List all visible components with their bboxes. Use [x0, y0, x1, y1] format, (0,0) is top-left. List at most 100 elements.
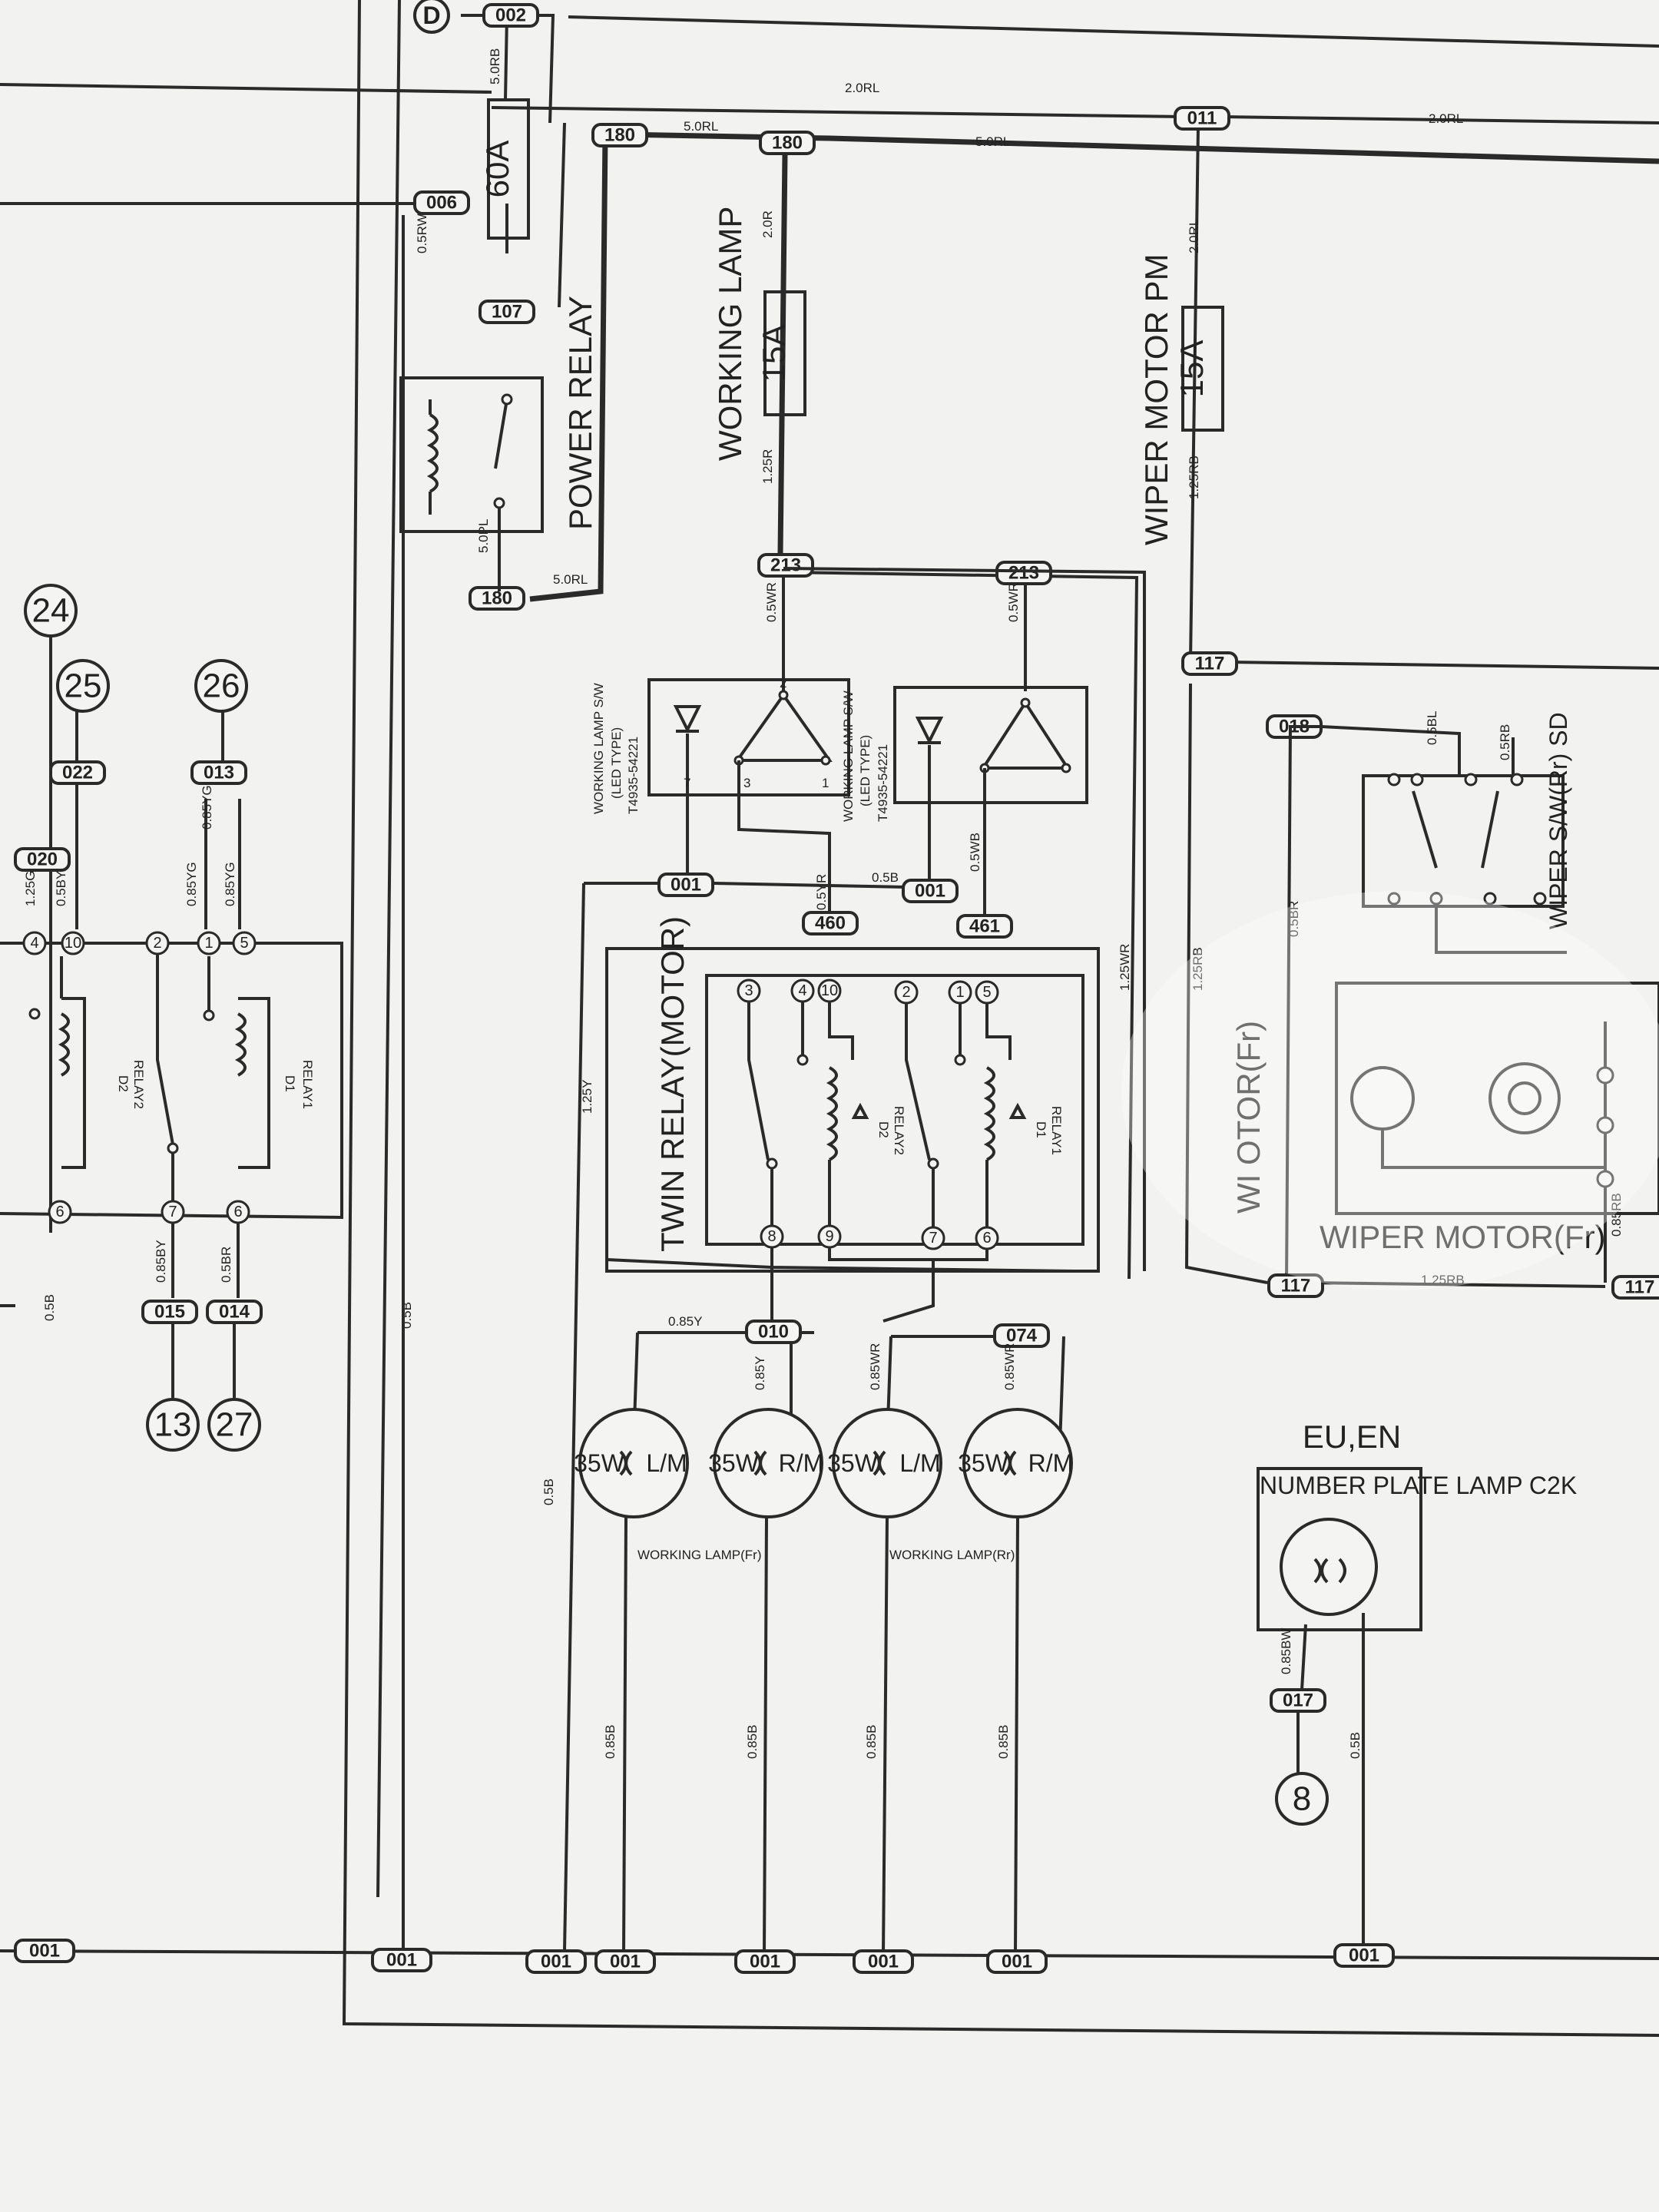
svg-text:(LED TYPE): (LED TYPE) [609, 727, 624, 799]
svg-text:1.25RB: 1.25RB [1190, 947, 1205, 991]
ref-8: 8 [1275, 1772, 1329, 1826]
svg-text:3: 3 [744, 982, 753, 999]
svg-text:020: 020 [27, 849, 58, 870]
frame-lines [0, 0, 1659, 2037]
svg-text:5.0RL: 5.0RL [975, 134, 1010, 149]
connector-074: 074 [993, 1323, 1050, 1348]
ref-13: 13 [146, 1398, 200, 1452]
svg-text:25: 25 [65, 667, 102, 705]
svg-text:5.0RL: 5.0RL [684, 119, 718, 134]
svg-text:0.5BR: 0.5BR [1286, 901, 1301, 937]
svg-text:3: 3 [743, 776, 750, 790]
twin-relay: TWIN RELAY(MOTOR) 3 4 10 2 1 5 8 9 7 6 D… [605, 916, 1100, 1273]
svg-text:0.85B: 0.85B [864, 1725, 879, 1759]
svg-text:0.5BL: 0.5BL [1425, 711, 1439, 745]
connector-117-top: 117 [1181, 651, 1238, 676]
connector-001-a: 001 [657, 873, 714, 897]
working-lamp-fr-right: 35W R/M [708, 1408, 823, 1518]
svg-text:1.25G: 1.25G [23, 871, 38, 906]
svg-text:RELAY1: RELAY1 [1049, 1106, 1064, 1155]
svg-text:107: 107 [492, 302, 522, 323]
svg-text:0.85Y: 0.85Y [753, 1356, 767, 1390]
svg-text:0.5WR: 0.5WR [1006, 582, 1021, 622]
svg-text:2.0R: 2.0R [760, 210, 775, 238]
svg-text:8: 8 [767, 1228, 776, 1245]
svg-text:D1: D1 [1034, 1121, 1048, 1138]
ground-connector: 001 [853, 1949, 914, 1974]
svg-text:35W: 35W [574, 1449, 625, 1477]
svg-text:35W: 35W [708, 1449, 760, 1477]
ref-27: 27 [207, 1398, 261, 1452]
connector-213-right: 213 [995, 561, 1052, 585]
wiper-switch-rr: WIPER S/W(Rr) SD 0.5BL 0.5RB [1285, 711, 1572, 1283]
ground-connectors: 001 001 001 001 001 001 001 001 [14, 1939, 1395, 1974]
svg-text:35W: 35W [827, 1449, 879, 1477]
sheet-marker: D [413, 0, 450, 34]
working-lamp-switch-2: WORKING LAMP S/W (LED TYPE) T4935-54221 … [783, 567, 1146, 1271]
working-lamp-fr-label: WORKING LAMP(Fr) [637, 1548, 762, 1562]
svg-text:0.85B: 0.85B [996, 1725, 1011, 1759]
svg-text:1: 1 [204, 935, 213, 952]
svg-text:0.85RB: 0.85RB [1609, 1193, 1624, 1237]
svg-text:013: 013 [204, 763, 234, 783]
svg-text:0.5BR: 0.5BR [219, 1247, 233, 1283]
svg-text:001: 001 [386, 1950, 417, 1971]
connector-020: 020 [14, 847, 71, 872]
ground-connector: 001 [14, 1939, 75, 1963]
svg-text:6: 6 [233, 1204, 242, 1220]
svg-text:D1: D1 [283, 1075, 297, 1092]
wiper-motor-fr-label: WIPER MOTOR(Fr) [1320, 1219, 1606, 1255]
svg-text:0.5B: 0.5B [399, 1302, 414, 1329]
sheet-marker-label: D [422, 2, 440, 29]
svg-text:014: 014 [219, 1302, 250, 1323]
svg-text:213: 213 [770, 555, 801, 576]
svg-text:1: 1 [955, 984, 964, 1001]
svg-text:9: 9 [825, 1228, 833, 1245]
fuse-wiper-motor: 15A WIPER MOTOR PM [1138, 253, 1224, 545]
svg-text:460: 460 [815, 913, 846, 934]
svg-text:7: 7 [168, 1204, 177, 1220]
svg-text:022: 022 [62, 763, 93, 783]
svg-text:1.25RB: 1.25RB [1187, 455, 1201, 499]
connector-107: 107 [478, 300, 535, 324]
svg-text:7: 7 [929, 1230, 937, 1247]
svg-text:0.85Y: 0.85Y [668, 1314, 702, 1329]
svg-text:6: 6 [55, 1204, 64, 1220]
connector-180-mid: 180 [759, 131, 816, 155]
svg-text:0.5YR: 0.5YR [814, 874, 829, 910]
svg-text:5: 5 [982, 984, 991, 1001]
connector-180-relay: 180 [469, 586, 525, 611]
connector-461: 461 [956, 914, 1013, 939]
svg-text:WORKING LAMP S/W: WORKING LAMP S/W [841, 690, 856, 822]
working-lamp-rr-label: WORKING LAMP(Rr) [889, 1548, 1015, 1562]
connector-001-b: 001 [902, 879, 959, 903]
svg-text:T4935-54221: T4935-54221 [626, 737, 641, 814]
number-plate-lamp: EU,EN NUMBER PLATE LAMP C2K 0.85BW 0.5B [1257, 1419, 1577, 1955]
svg-text:1.25RB: 1.25RB [1421, 1273, 1465, 1287]
svg-text:27: 27 [216, 1406, 253, 1444]
svg-text:2: 2 [902, 984, 910, 1001]
svg-text:117: 117 [1195, 654, 1225, 674]
svg-text:002: 002 [495, 5, 526, 26]
svg-text:011: 011 [1187, 108, 1217, 129]
connector-117-bottom-right: 117 [1611, 1275, 1659, 1300]
svg-text:4: 4 [798, 982, 806, 999]
svg-text:0.5B: 0.5B [1348, 1732, 1363, 1759]
svg-text:5: 5 [240, 935, 248, 952]
svg-text:180: 180 [604, 125, 635, 146]
svg-text:10: 10 [65, 935, 81, 952]
svg-text:2: 2 [153, 935, 161, 952]
svg-text:5.0PL: 5.0PL [476, 519, 491, 553]
twin-relay-top-pins: 3 4 10 2 1 5 [737, 979, 999, 1005]
connector-117-bottom-left: 117 [1267, 1273, 1324, 1298]
fuse-working-lamp: 15A WORKING LAMP [712, 207, 806, 461]
svg-text:T4935-54221: T4935-54221 [876, 744, 890, 822]
connector-022: 022 [49, 760, 106, 785]
svg-text:0.5WB: 0.5WB [968, 833, 982, 872]
svg-text:WORKING LAMP S/W: WORKING LAMP S/W [591, 683, 606, 814]
svg-text:0.85YG: 0.85YG [200, 785, 214, 830]
svg-text:001: 001 [1002, 1952, 1032, 1972]
svg-text:0.5RB: 0.5RB [1498, 724, 1512, 760]
ground-bus-switch [563, 882, 907, 1952]
